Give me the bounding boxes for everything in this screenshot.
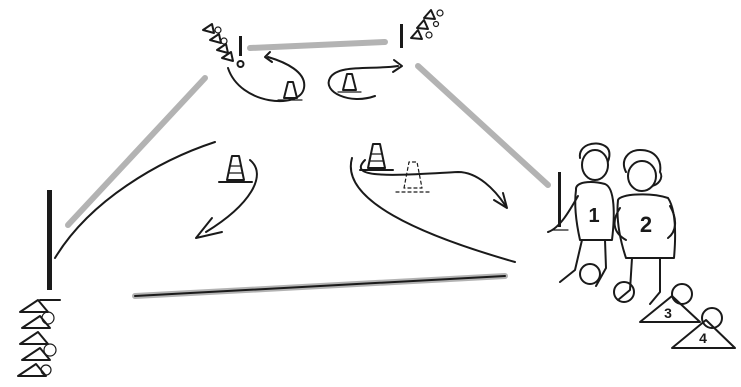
cone-icon xyxy=(22,316,50,328)
curved-arrow-icon xyxy=(55,142,215,258)
cone-icon xyxy=(217,44,228,53)
cone-icon xyxy=(284,82,297,98)
ball-icon xyxy=(426,32,432,38)
field-lines xyxy=(68,42,548,296)
ball-icon xyxy=(434,22,439,27)
curved-arrow-icon xyxy=(329,66,398,99)
cone-stack-top-right xyxy=(411,10,443,39)
cone-icon xyxy=(424,10,435,19)
pole-icon xyxy=(400,24,403,48)
cone-icon xyxy=(210,34,221,43)
ball-icon xyxy=(437,10,443,16)
cone-top-right-inner xyxy=(338,74,361,92)
corner-bottom-left xyxy=(18,190,60,376)
player-1-arm xyxy=(548,196,578,232)
player-1: 1 xyxy=(548,143,614,286)
ball-icon xyxy=(215,27,221,33)
arrow-top-left-loop xyxy=(228,52,304,101)
cone-icon xyxy=(417,20,428,29)
cone-icon xyxy=(18,364,46,376)
arrow-middle-left xyxy=(196,160,257,238)
waiting-marker-3-label: 3 xyxy=(664,305,672,321)
cone-icon xyxy=(411,30,422,39)
ball-icon xyxy=(672,284,692,304)
cone-middle-right xyxy=(360,144,393,170)
player-1-number: 1 xyxy=(588,205,599,227)
field-line-bottom-ink xyxy=(135,276,505,296)
cone-icon xyxy=(222,52,233,61)
cone-icon xyxy=(20,300,48,312)
field-line-right xyxy=(418,66,548,185)
arrow-long-left xyxy=(55,142,215,258)
ball-icon xyxy=(614,282,634,302)
cone-stack-bottom-left xyxy=(18,300,56,376)
waiting-marker-4-label: 4 xyxy=(699,330,707,346)
ball-icon xyxy=(42,312,54,324)
pole-icon xyxy=(47,190,52,290)
ball-icon xyxy=(221,38,227,44)
arrow-top-right-loop xyxy=(329,60,402,99)
cone-icon xyxy=(368,144,385,168)
player-2-head xyxy=(628,161,656,191)
cone-stack-top-left xyxy=(203,24,233,61)
pole-icon xyxy=(239,36,242,56)
corner-top-right xyxy=(400,10,443,48)
cone-icon xyxy=(227,156,244,180)
cone-icon xyxy=(203,24,214,33)
player-1-head xyxy=(582,150,608,180)
corner-top-left xyxy=(203,24,244,67)
cone-icon xyxy=(343,74,356,90)
player-2-number: 2 xyxy=(640,212,652,237)
ball-icon xyxy=(44,344,56,356)
pole-right xyxy=(552,172,568,230)
curved-arrow-icon xyxy=(228,57,304,101)
waiting-marker-4: 4 xyxy=(672,308,735,348)
ball-icon xyxy=(41,365,51,375)
waiting-marker-3: 3 xyxy=(640,284,700,322)
cone-middle-right-dashed xyxy=(396,162,430,192)
ball-icon xyxy=(580,264,600,284)
pole-icon xyxy=(558,172,561,227)
cone-middle-left xyxy=(219,156,252,182)
player-2-legs xyxy=(618,258,660,304)
player-2: 2 xyxy=(614,150,675,304)
curved-arrow-icon xyxy=(206,160,257,232)
curved-arrow-icon xyxy=(361,160,505,205)
field-line-top xyxy=(250,42,385,48)
field-line-left xyxy=(68,78,205,225)
cone-icon xyxy=(20,332,48,344)
pole-base-icon xyxy=(238,61,244,67)
